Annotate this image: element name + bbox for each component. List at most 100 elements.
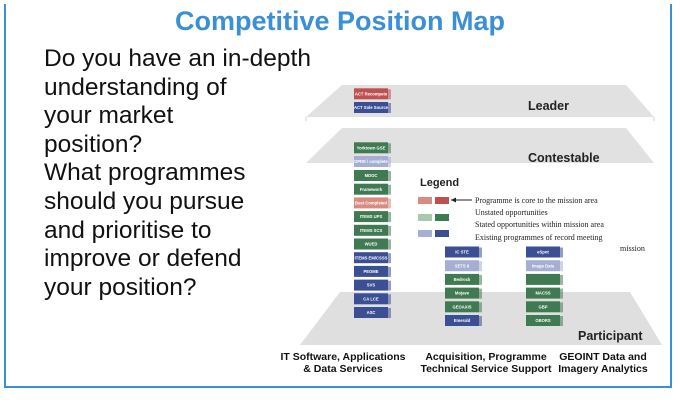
program-block <box>526 315 560 326</box>
program-block <box>445 315 479 326</box>
program-block <box>354 279 388 291</box>
legend-item: mission <box>620 244 645 253</box>
program-block-side <box>560 274 563 285</box>
program-block-label: DPRE / complete <box>354 159 388 164</box>
program-block-side <box>388 212 391 223</box>
question-line: and prioritise to <box>44 216 212 244</box>
program-block <box>354 197 388 209</box>
legend-swatch-existing <box>418 230 449 237</box>
program-block-label: Framework <box>360 187 383 192</box>
program-block <box>445 287 479 299</box>
program-block-label: CA LCE <box>363 296 379 301</box>
program-block-label: ASC <box>367 310 376 315</box>
column-label: GEOINT Data and <box>559 351 647 363</box>
program-block-label: Image Data <box>532 263 555 268</box>
program-block-label: SVS <box>367 283 376 288</box>
program-block-side <box>388 294 391 305</box>
legend-item: Unstated opportunities <box>475 208 548 217</box>
program-block-side <box>388 184 391 195</box>
program-block <box>445 273 479 285</box>
program-block <box>445 246 479 258</box>
program-block <box>354 211 388 223</box>
legend-item: Stated opportunities within mission area <box>475 220 604 229</box>
program-block-label: Best Completed <box>355 201 387 206</box>
program-block-label: GEOAXIS <box>452 304 471 309</box>
program-block-label: Bedrock <box>454 277 471 282</box>
program-block <box>354 307 388 318</box>
question-line: position? <box>44 130 143 158</box>
column-label: Technical Service Support <box>420 363 552 375</box>
program-block-side <box>388 280 391 291</box>
question-line: understanding of <box>44 73 227 101</box>
program-block-label: MDOC <box>365 173 378 178</box>
program-block <box>354 170 388 181</box>
program-block <box>354 142 388 154</box>
plane-contestable <box>306 128 654 163</box>
question-line: should you pursue <box>44 187 245 215</box>
program-block-side <box>388 198 391 209</box>
program-block-label: GBP <box>538 304 547 309</box>
program-block-side <box>479 288 482 299</box>
program-block-side <box>560 247 563 258</box>
legend-title: Legend <box>420 177 459 189</box>
question-line: your position? <box>44 273 197 301</box>
program-block <box>354 252 388 264</box>
program-block-side <box>388 253 391 264</box>
program-block-label: IC STE <box>455 250 469 255</box>
question-line: your market <box>44 102 174 130</box>
tier-label-leader: Leader <box>528 99 569 113</box>
program-block-side <box>388 239 391 250</box>
program-block <box>354 156 388 167</box>
program-block-label: WUED <box>365 242 378 247</box>
program-block-label: SETS II <box>455 263 469 268</box>
program-block <box>526 260 560 272</box>
program-block <box>526 287 560 299</box>
program-block-label: MACSS <box>535 291 550 296</box>
program-block-label: ITEMS EM/CSSS <box>355 255 388 260</box>
program-block-label: ITEMS UPS <box>360 214 383 219</box>
legend-item: Programme is core to the mission area <box>475 196 598 205</box>
content-frame <box>4 4 672 388</box>
program-block-label: ACT Recompete <box>355 91 388 96</box>
program-block <box>354 224 388 236</box>
program-block-side <box>479 261 482 272</box>
program-block <box>526 273 560 285</box>
column-label: Imagery Analytics <box>558 363 648 375</box>
plane-leader <box>306 85 654 117</box>
column-label: & Data Services <box>303 363 383 375</box>
program-block-side <box>479 274 482 285</box>
program-block <box>354 102 388 113</box>
program-block <box>354 265 388 277</box>
question-line: improve or defend <box>44 245 242 273</box>
program-block-side <box>479 302 482 313</box>
program-block <box>354 88 388 100</box>
program-block-side <box>388 266 391 277</box>
tier-label-participant: Participant <box>578 329 643 343</box>
program-block-side <box>560 316 563 326</box>
program-block <box>354 238 388 250</box>
program-block-side <box>388 157 391 167</box>
program-block-side <box>560 288 563 299</box>
program-block-side <box>388 308 391 318</box>
program-block-side <box>388 89 391 100</box>
legend-item: Existing programmes of record meeting <box>475 233 603 242</box>
page-title: Competitive Position Map <box>174 6 506 36</box>
program-block-side <box>479 247 482 258</box>
program-block-side <box>388 143 391 154</box>
program-block-label: PEOME <box>363 269 378 274</box>
tier-label-contestable: Contestable <box>528 151 600 165</box>
program-block <box>526 301 560 313</box>
program-block-label: Yorktown GSE <box>357 145 386 150</box>
program-block <box>354 293 388 305</box>
legend-swatch-core <box>418 197 449 204</box>
program-block-side <box>560 261 563 272</box>
program-block-label: Mojave <box>455 291 470 296</box>
column-label: IT Software, Applications <box>280 351 405 363</box>
program-block-label: ACT Sole Source <box>354 105 389 110</box>
program-block-label: OBORS <box>535 318 551 323</box>
program-block-side <box>479 316 482 326</box>
program-block-label: eSpot <box>537 250 549 255</box>
program-block-label: ITEMS SCS <box>360 228 383 233</box>
program-block <box>526 246 560 258</box>
